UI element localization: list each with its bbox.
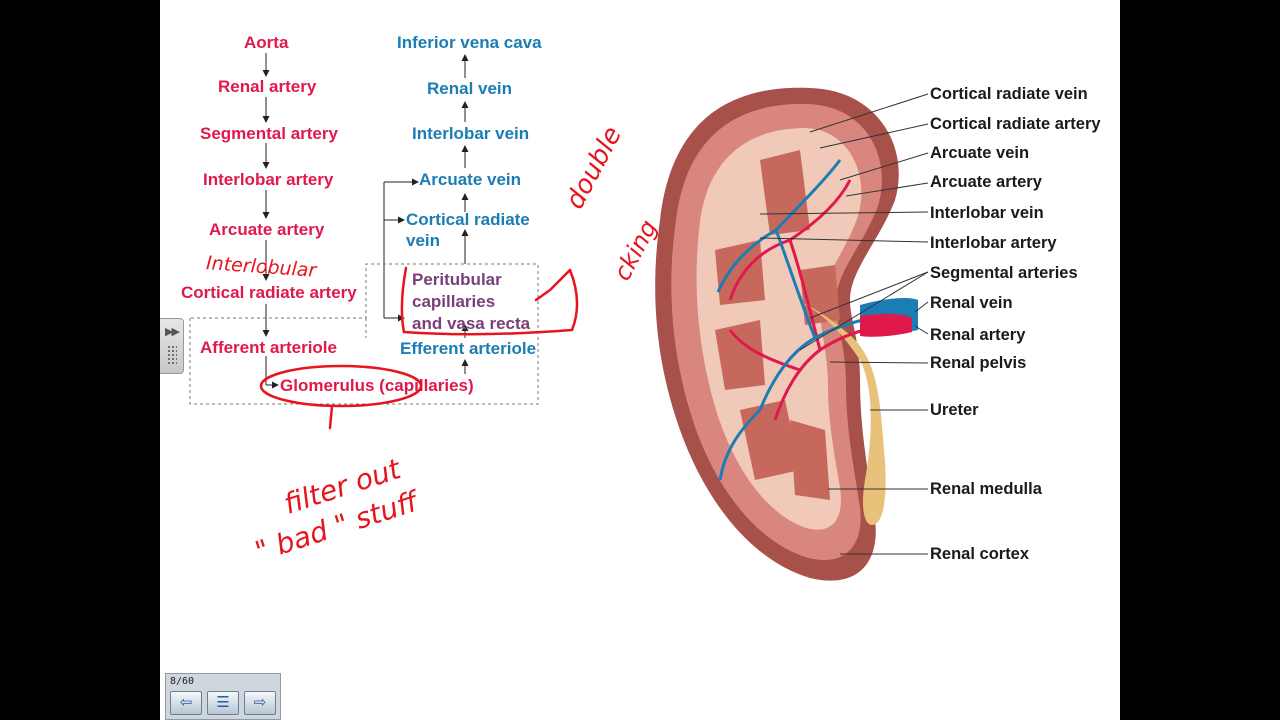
prev-slide-button[interactable]: ⇦ bbox=[170, 691, 202, 715]
slide-menu-button[interactable]: ☰ bbox=[207, 691, 239, 715]
side-panel-toggle[interactable]: ▶▶ bbox=[160, 318, 184, 374]
label-renal-medulla: Renal medulla bbox=[930, 480, 1042, 498]
flow-peritubular-3: and vasa recta bbox=[412, 314, 531, 333]
flow-cortical-radiate-vein-1: Cortical radiate bbox=[406, 210, 530, 229]
flow-peritubular-1: Peritubular bbox=[412, 270, 502, 289]
flow-peritubular-2: capillaries bbox=[412, 292, 496, 311]
label-renal-pelvis: Renal pelvis bbox=[930, 354, 1027, 372]
ink-annotations bbox=[259, 266, 579, 430]
label-arcuate-vein: Arcuate vein bbox=[930, 144, 1030, 162]
flow-arcuate-artery: Arcuate artery bbox=[209, 220, 325, 239]
flowchart-connectors bbox=[189, 53, 539, 405]
flow-efferent-arteriole: Efferent arteriole bbox=[400, 339, 537, 358]
slide-canvas: Aorta Renal artery Segmental artery Inte… bbox=[160, 0, 1120, 720]
label-renal-cortex: Renal cortex bbox=[930, 545, 1030, 563]
label-interlobar-vein: Interlobar vein bbox=[930, 204, 1044, 222]
kidney-diagram bbox=[655, 87, 918, 581]
label-segmental-arteries: Segmental arteries bbox=[930, 264, 1078, 282]
arrow-left-icon: ⇦ bbox=[179, 694, 193, 711]
grip-icon bbox=[167, 345, 177, 365]
flow-aorta: Aorta bbox=[244, 33, 289, 52]
label-renal-vein: Renal vein bbox=[930, 294, 1013, 312]
page-counter: 8/60 bbox=[170, 676, 195, 687]
label-cortical-radiate-vein: Cortical radiate vein bbox=[930, 85, 1088, 103]
label-interlobar-artery: Interlobar artery bbox=[930, 234, 1057, 252]
flow-afferent-arteriole: Afferent arteriole bbox=[200, 338, 337, 357]
next-slide-button[interactable]: ⇨ bbox=[244, 691, 276, 715]
label-renal-artery: Renal artery bbox=[930, 326, 1026, 344]
flow-cortical-radiate-artery: Cortical radiate artery bbox=[181, 283, 357, 302]
flow-interlobar-vein: Interlobar vein bbox=[412, 124, 530, 143]
flow-segmental-artery: Segmental artery bbox=[200, 124, 338, 143]
double-chevron-right-icon: ▶▶ bbox=[165, 326, 180, 338]
slide-navigation: 8/60 ⇦ ☰ ⇨ bbox=[165, 673, 281, 720]
kidney-leader-lines bbox=[759, 93, 929, 555]
flow-cortical-radiate-vein-2: vein bbox=[406, 231, 441, 250]
label-ureter: Ureter bbox=[930, 401, 979, 419]
page-menu-icon: ☰ bbox=[216, 694, 230, 711]
flow-inferior-vena-cava: Inferior vena cava bbox=[397, 33, 542, 52]
flow-glomerulus: Glomerulus (capillaries) bbox=[280, 376, 474, 395]
label-cortical-radiate-artery: Cortical radiate artery bbox=[930, 115, 1101, 133]
label-arcuate-artery: Arcuate artery bbox=[930, 173, 1042, 191]
flow-renal-vein: Renal vein bbox=[427, 79, 513, 98]
flow-renal-artery: Renal artery bbox=[218, 77, 317, 96]
flow-arcuate-vein: Arcuate vein bbox=[419, 170, 522, 189]
flow-interlobar-artery: Interlobar artery bbox=[203, 170, 334, 189]
arrow-right-icon: ⇨ bbox=[253, 694, 267, 711]
